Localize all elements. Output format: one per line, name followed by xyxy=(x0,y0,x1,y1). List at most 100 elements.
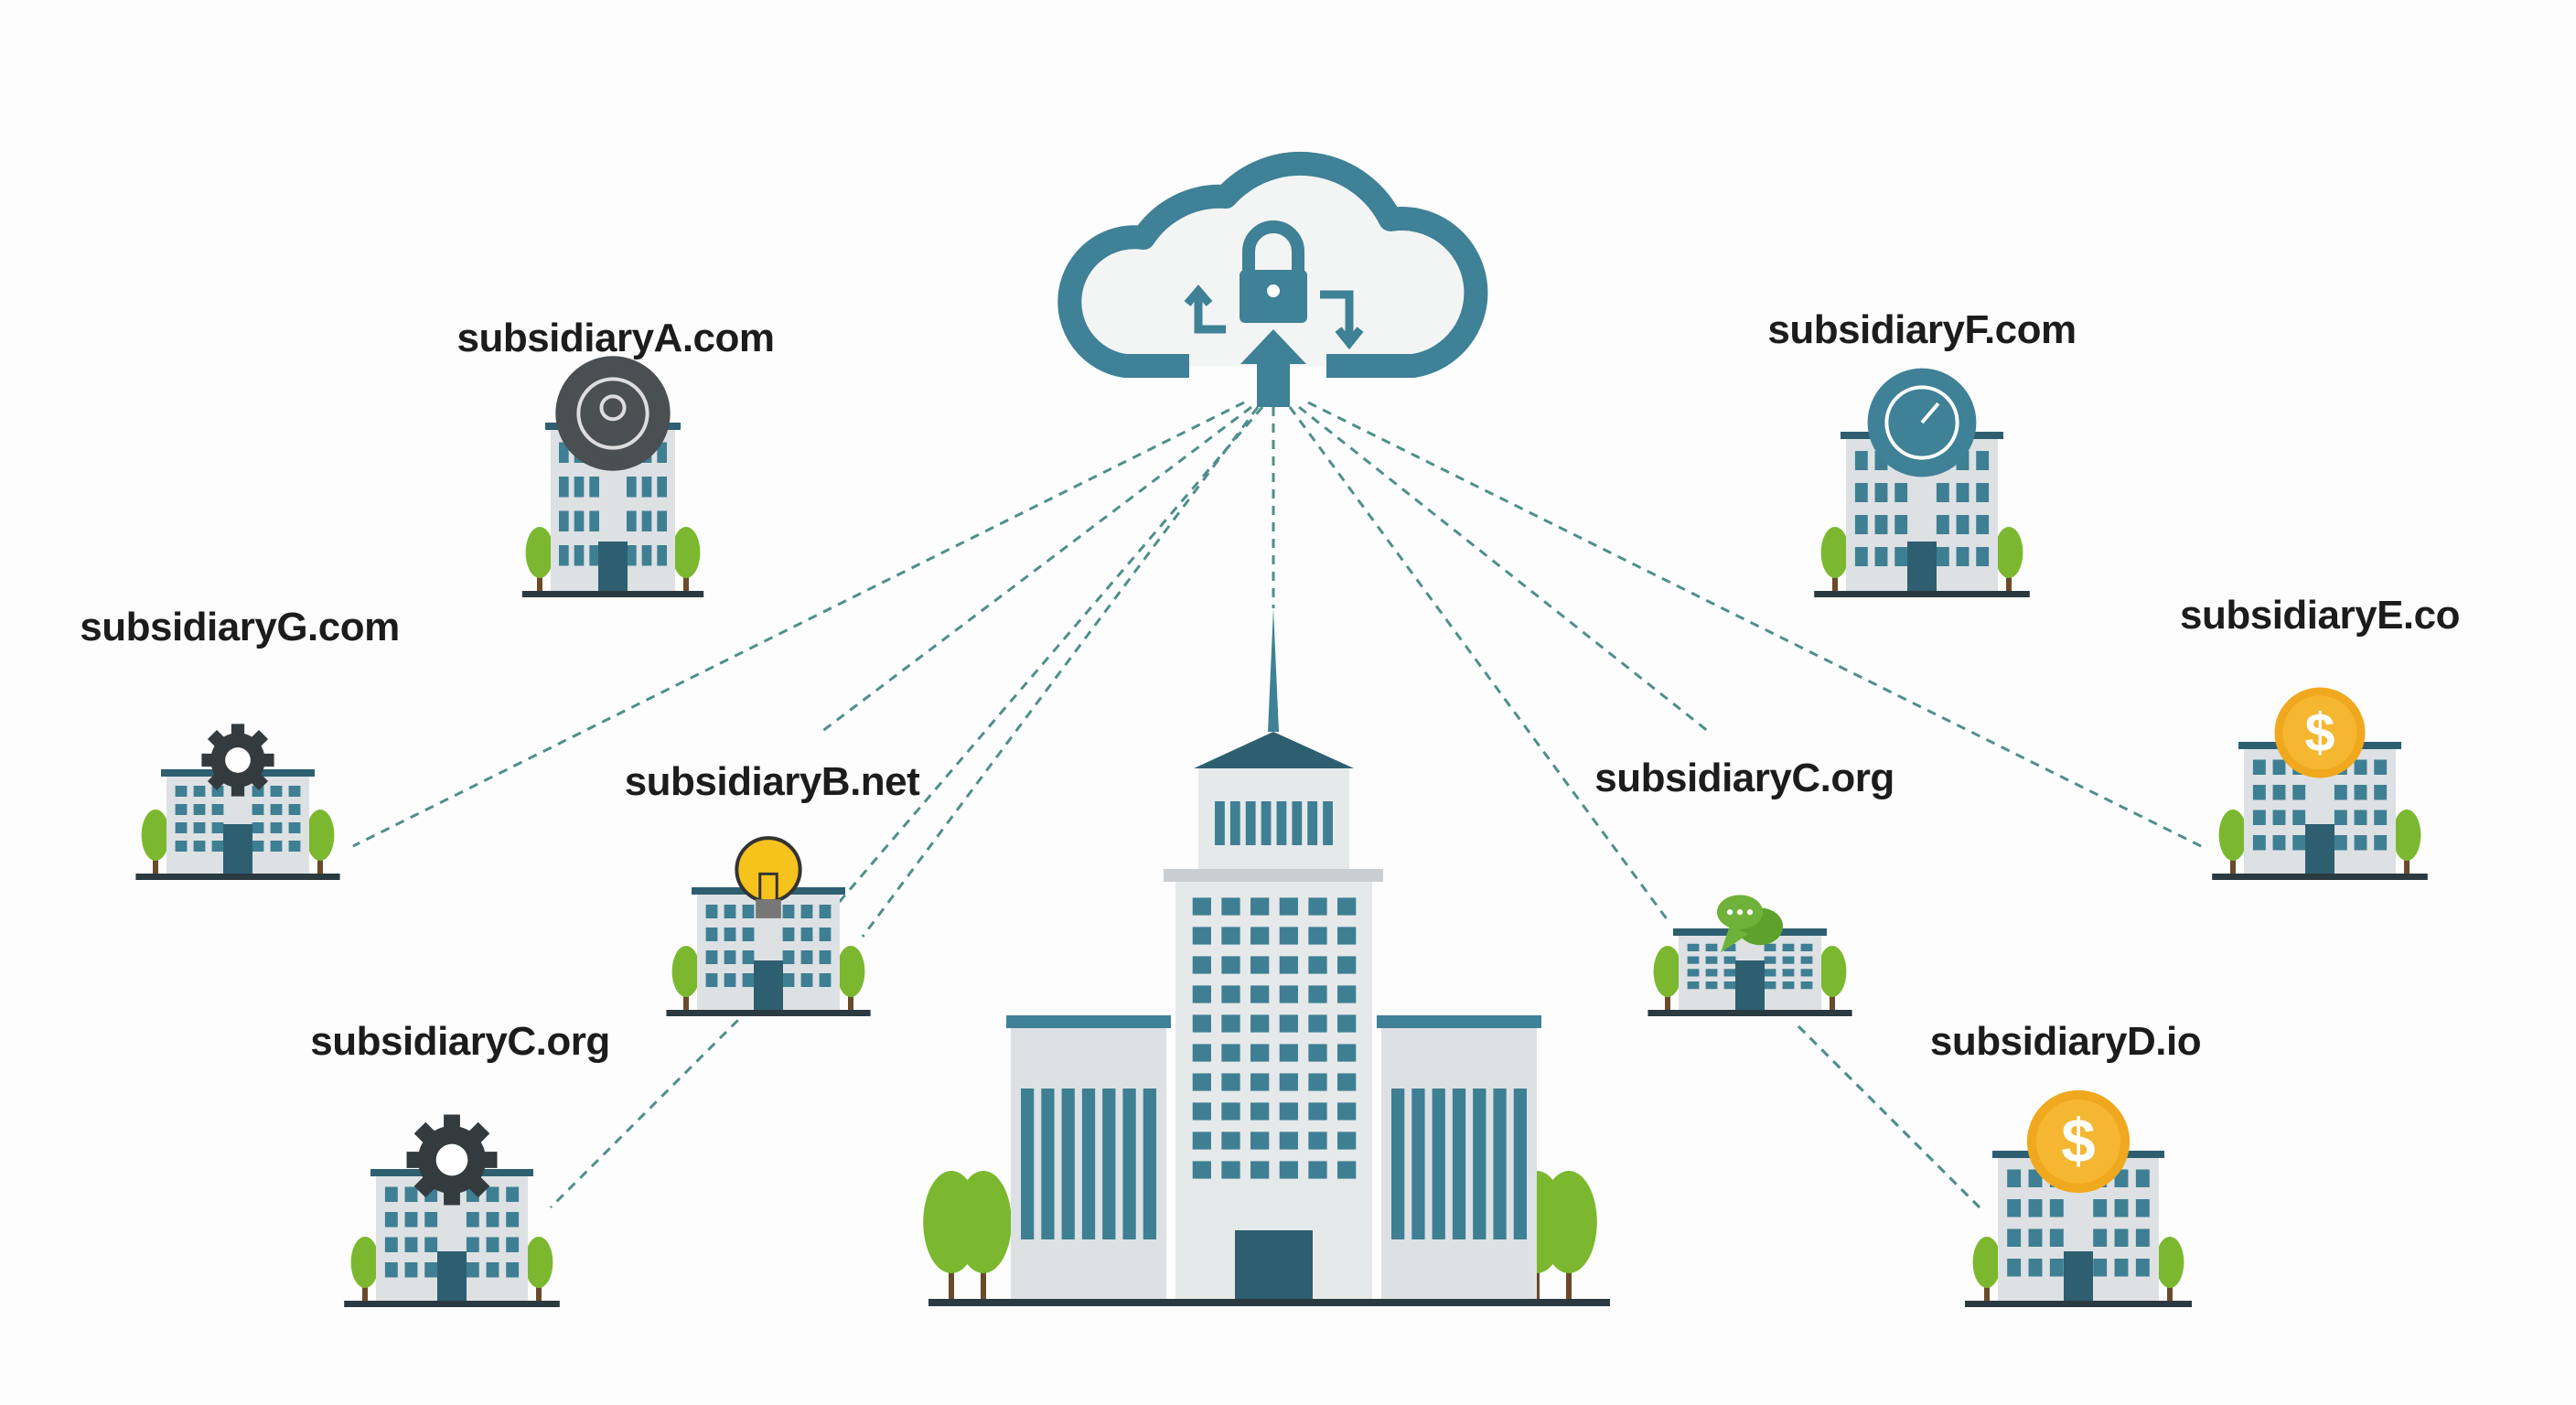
window xyxy=(252,822,264,833)
building-subsidiary-e: $ xyxy=(2212,687,2428,880)
window xyxy=(2007,1169,2022,1187)
window xyxy=(288,841,301,852)
window xyxy=(2028,1228,2043,1247)
window xyxy=(1308,927,1327,945)
window xyxy=(1221,1014,1240,1033)
window xyxy=(2292,810,2306,825)
window xyxy=(800,905,813,918)
building-door xyxy=(437,1251,467,1301)
window xyxy=(2354,835,2367,851)
window xyxy=(574,477,585,498)
window xyxy=(1976,451,1990,470)
dashed-connector xyxy=(352,401,1245,848)
tree-trunk xyxy=(536,1278,542,1301)
window xyxy=(2354,785,2367,800)
tree-trunk xyxy=(1984,1278,1990,1301)
window xyxy=(1221,1073,1240,1091)
window xyxy=(466,1262,479,1278)
window xyxy=(1250,927,1270,945)
tree-trunk xyxy=(537,568,542,591)
window xyxy=(1337,1044,1357,1062)
window xyxy=(657,510,667,531)
tree-trunk xyxy=(1832,568,1838,591)
dashed-connector xyxy=(1288,406,1669,921)
window xyxy=(1687,969,1700,977)
dollar-coin-icon: $ xyxy=(2026,1089,2131,1194)
window xyxy=(1337,1073,1357,1091)
window xyxy=(1432,1089,1445,1239)
window xyxy=(2049,1259,2064,1277)
tree-trunk xyxy=(683,987,689,1010)
ground-line xyxy=(1814,591,2030,597)
window xyxy=(2135,1169,2150,1187)
window xyxy=(1102,1089,1116,1239)
window xyxy=(589,545,599,566)
window xyxy=(1279,1044,1298,1062)
window xyxy=(2252,835,2266,851)
window xyxy=(1307,801,1318,845)
window xyxy=(2334,835,2347,851)
label-subsidiary-f: subsidiaryF.com xyxy=(1767,307,2077,352)
lock-shackle xyxy=(1242,220,1304,274)
building-door xyxy=(1907,542,1937,591)
window xyxy=(1337,1102,1357,1121)
window xyxy=(724,973,736,987)
window xyxy=(1250,1014,1270,1033)
window xyxy=(2272,759,2286,775)
window xyxy=(1976,483,1990,502)
window xyxy=(2272,835,2286,851)
window xyxy=(288,804,301,815)
tree-trunk xyxy=(153,851,158,874)
window xyxy=(1391,1089,1405,1239)
tree-trunk xyxy=(317,851,323,874)
window xyxy=(1192,897,1211,916)
label-subsidiary-c-left: subsidiaryC.org xyxy=(310,1019,610,1064)
window xyxy=(1493,1089,1507,1239)
label-subsidiary-c-right: subsidiaryC.org xyxy=(1594,756,1894,800)
window xyxy=(193,822,206,833)
window xyxy=(1936,483,1949,502)
window xyxy=(1221,985,1240,1003)
ground-line xyxy=(928,1299,1610,1306)
window xyxy=(1250,1102,1270,1121)
window xyxy=(1936,515,1949,534)
window xyxy=(1292,801,1303,845)
window xyxy=(1081,1089,1096,1239)
ground-line xyxy=(2212,874,2428,880)
window xyxy=(782,905,795,918)
window xyxy=(1250,897,1270,916)
window xyxy=(2093,1259,2108,1277)
tree-trunk xyxy=(2006,568,2012,591)
window xyxy=(819,973,832,987)
window xyxy=(2374,759,2388,775)
sync-arrow-down xyxy=(1320,290,1364,350)
label-subsidiary-e: subsidiaryE.co xyxy=(2179,593,2461,638)
window xyxy=(506,1262,520,1278)
tree-icon xyxy=(524,1237,553,1288)
window xyxy=(2007,1228,2022,1247)
window xyxy=(288,822,301,833)
tree-icon xyxy=(306,810,335,861)
window xyxy=(2334,785,2347,800)
window xyxy=(2374,810,2388,825)
window xyxy=(1279,1073,1298,1091)
window xyxy=(724,950,736,964)
window xyxy=(1192,927,1211,945)
window xyxy=(1800,981,1813,990)
window xyxy=(1279,1102,1298,1121)
tree-icon xyxy=(1540,1171,1597,1273)
window xyxy=(1221,897,1240,916)
window xyxy=(1308,985,1327,1003)
window xyxy=(2114,1199,2129,1217)
window xyxy=(800,973,813,987)
user-shield-icon xyxy=(555,356,671,471)
window xyxy=(1192,1102,1211,1121)
window xyxy=(506,1186,520,1202)
window xyxy=(1221,927,1240,945)
tree-icon xyxy=(350,1237,380,1288)
tree-trunk xyxy=(848,987,853,1010)
window xyxy=(1687,943,1700,951)
window xyxy=(1279,1132,1298,1150)
window xyxy=(782,973,795,987)
tree-icon xyxy=(1994,527,2023,578)
